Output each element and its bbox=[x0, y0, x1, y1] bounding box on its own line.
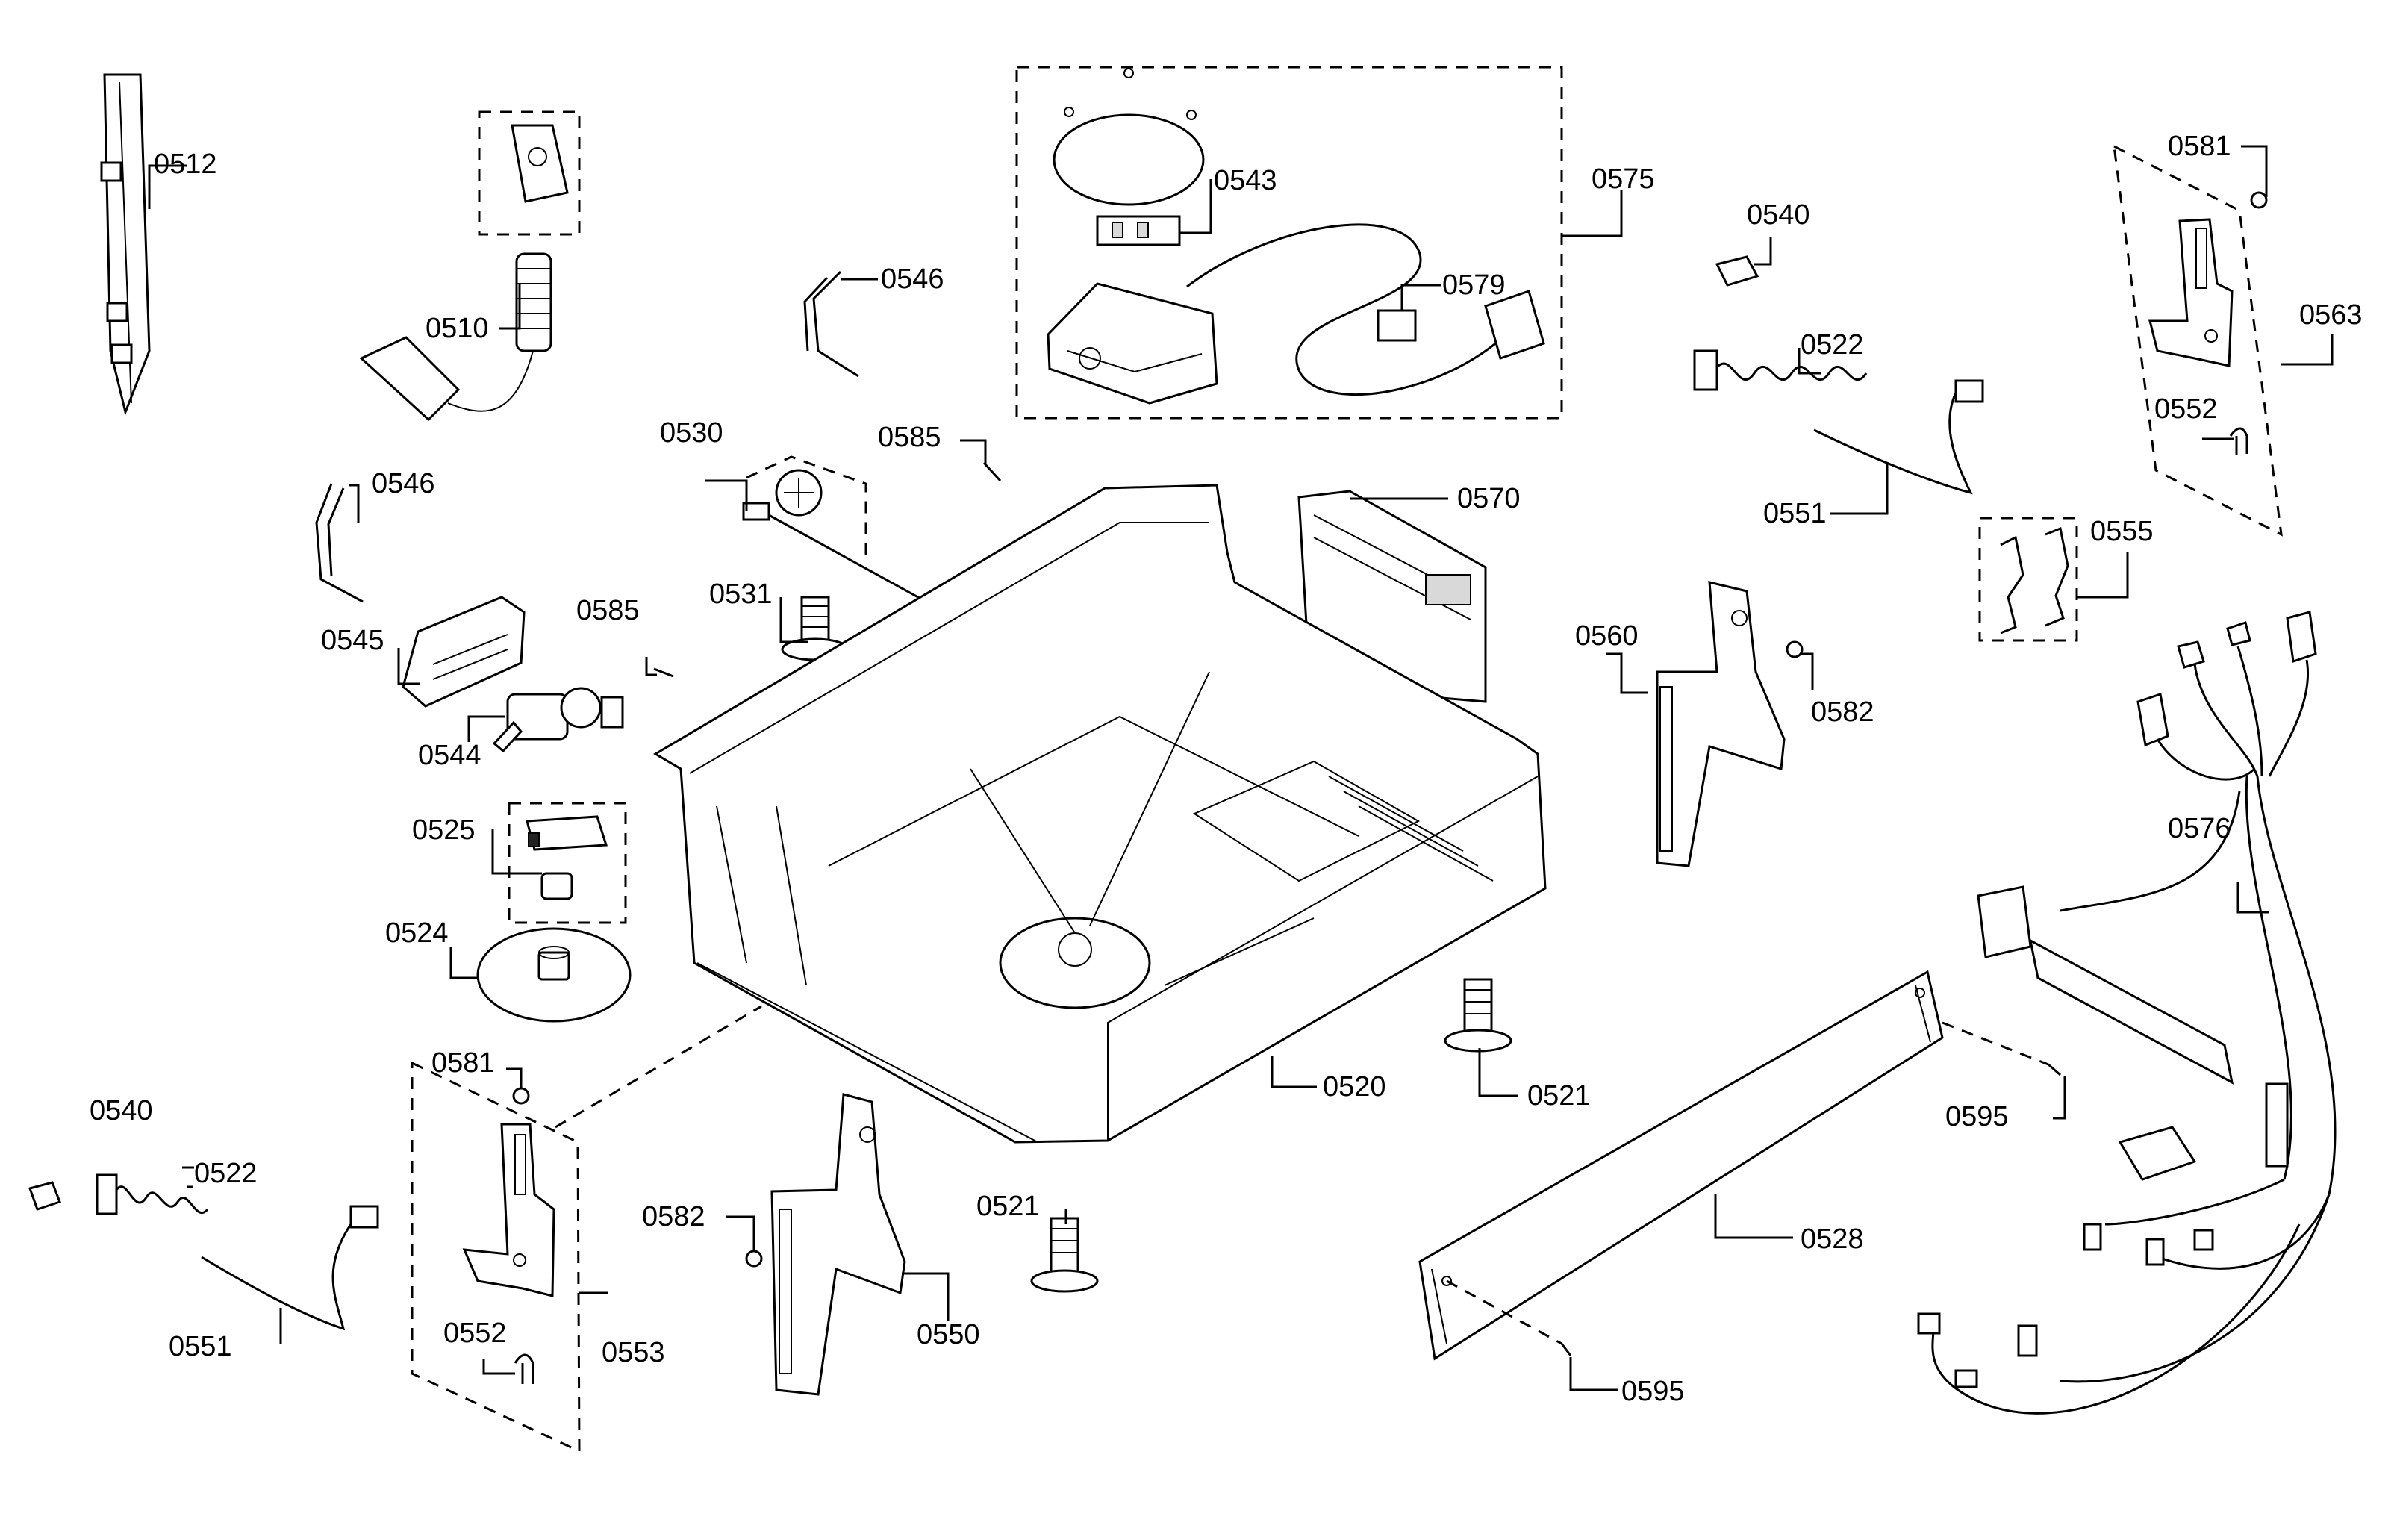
label-0540-bottom: 0540 bbox=[90, 1095, 153, 1126]
part-0522-spring-top bbox=[1693, 349, 1868, 391]
part-0544-valve bbox=[492, 687, 624, 753]
label-0553: 0553 bbox=[602, 1337, 665, 1368]
part-0582-screw-b bbox=[745, 1250, 763, 1268]
label-0585-mid: 0585 bbox=[576, 595, 640, 626]
label-0528: 0528 bbox=[1801, 1223, 1864, 1255]
label-0595-bottom: 0595 bbox=[1621, 1376, 1685, 1407]
label-0510: 0510 bbox=[426, 313, 489, 344]
dash-0524-to-base bbox=[555, 1005, 762, 1129]
part-0551-cable-top bbox=[1813, 392, 1973, 495]
part-0595-screw-b bbox=[1560, 1343, 1572, 1356]
label-0550: 0550 bbox=[917, 1319, 980, 1350]
part-0546-clip-a bbox=[803, 270, 859, 378]
part-0540-clip-bottom bbox=[28, 1181, 61, 1211]
label-0551-bottom: 0551 bbox=[169, 1331, 232, 1362]
part-0546-clip-b bbox=[315, 483, 364, 603]
label-0579: 0579 bbox=[1442, 269, 1506, 301]
part-0510-hose bbox=[359, 252, 552, 422]
label-0546-top: 0546 bbox=[881, 264, 944, 295]
label-0582-bottom: 0582 bbox=[642, 1201, 705, 1232]
group-box-0553 bbox=[411, 1061, 581, 1453]
label-0555: 0555 bbox=[2090, 516, 2154, 547]
group-box-0525 bbox=[508, 802, 627, 924]
part-0551-plug-bottom bbox=[349, 1205, 379, 1229]
part-0528-kickplate bbox=[1418, 970, 1944, 1361]
group-box-0510-top bbox=[478, 110, 581, 236]
label-0581-top: 0581 bbox=[2168, 131, 2231, 162]
label-0563: 0563 bbox=[2299, 299, 2363, 331]
label-0551-top: 0551 bbox=[1763, 498, 1827, 529]
part-0576-harness bbox=[1917, 611, 2337, 1415]
group-box-0563 bbox=[2113, 144, 2283, 537]
part-0545-bracket bbox=[402, 596, 526, 708]
label-0522-bottom: 0522 bbox=[194, 1158, 258, 1189]
part-0552-clip-bottom bbox=[514, 1353, 534, 1384]
label-0546-left: 0546 bbox=[372, 468, 435, 499]
group-box-0575 bbox=[1015, 66, 1563, 420]
label-0540-top: 0540 bbox=[1747, 199, 1810, 231]
part-0540-clip-top bbox=[1715, 255, 1759, 287]
group-box-0555 bbox=[1978, 517, 2078, 642]
label-0520: 0520 bbox=[1323, 1071, 1386, 1103]
leader-lines bbox=[148, 145, 2334, 1391]
group-box-0530 bbox=[746, 455, 867, 561]
part-0595-screw-a bbox=[2048, 1063, 2061, 1076]
part-0512-rail bbox=[100, 73, 151, 416]
part-0525-sensor bbox=[526, 815, 608, 900]
label-0544: 0544 bbox=[418, 740, 481, 771]
label-0545: 0545 bbox=[321, 625, 384, 656]
label-0543: 0543 bbox=[1214, 165, 1277, 196]
label-0576: 0576 bbox=[2168, 813, 2231, 844]
label-0575: 0575 bbox=[1592, 163, 1655, 195]
part-0551-plug-top bbox=[1954, 379, 1984, 403]
part-0551-cable-bottom bbox=[201, 1223, 352, 1331]
part-0521-foot-a bbox=[1444, 978, 1512, 1053]
part-0553-bracket bbox=[462, 1123, 555, 1297]
label-0552-bottom: 0552 bbox=[443, 1318, 507, 1349]
part-0581-pin-bottom bbox=[512, 1087, 530, 1105]
dash-0595-b bbox=[1446, 1279, 1562, 1345]
part-0520-base-tub bbox=[653, 484, 1547, 1144]
label-0525: 0525 bbox=[412, 814, 476, 846]
part-0582-screw-a bbox=[1786, 640, 1804, 658]
label-0595-right: 0595 bbox=[1945, 1101, 2009, 1132]
part-0560-bracket bbox=[1656, 581, 1786, 867]
part-0521-foot-b bbox=[1030, 1217, 1099, 1293]
label-0582-top: 0582 bbox=[1811, 696, 1874, 728]
part-0524-disc bbox=[476, 927, 632, 1023]
part-0585-screw-b bbox=[653, 667, 674, 678]
label-0512: 0512 bbox=[154, 149, 217, 180]
label-0585-top: 0585 bbox=[878, 422, 941, 453]
label-0524: 0524 bbox=[385, 917, 449, 949]
part-0522-spring-bottom bbox=[96, 1173, 209, 1215]
part-0550-bracket bbox=[770, 1093, 906, 1396]
label-0530: 0530 bbox=[660, 417, 723, 449]
part-0575-module bbox=[1047, 68, 1545, 405]
part-0563-bracket bbox=[2148, 191, 2268, 455]
part-0510-detail bbox=[511, 124, 569, 203]
label-0531: 0531 bbox=[709, 579, 773, 610]
label-0522-top: 0522 bbox=[1801, 329, 1864, 361]
label-0521-right: 0521 bbox=[1527, 1080, 1591, 1112]
label-0570: 0570 bbox=[1457, 483, 1521, 514]
part-0555-clips bbox=[2000, 526, 2069, 635]
part-0585-screw-a bbox=[982, 461, 1002, 482]
label-0552-top: 0552 bbox=[2154, 393, 2218, 425]
label-0521-bottom: 0521 bbox=[976, 1191, 1040, 1222]
label-0560: 0560 bbox=[1575, 620, 1639, 652]
dash-0595-a bbox=[1942, 1021, 2049, 1066]
label-0581-bottom: 0581 bbox=[431, 1047, 495, 1079]
